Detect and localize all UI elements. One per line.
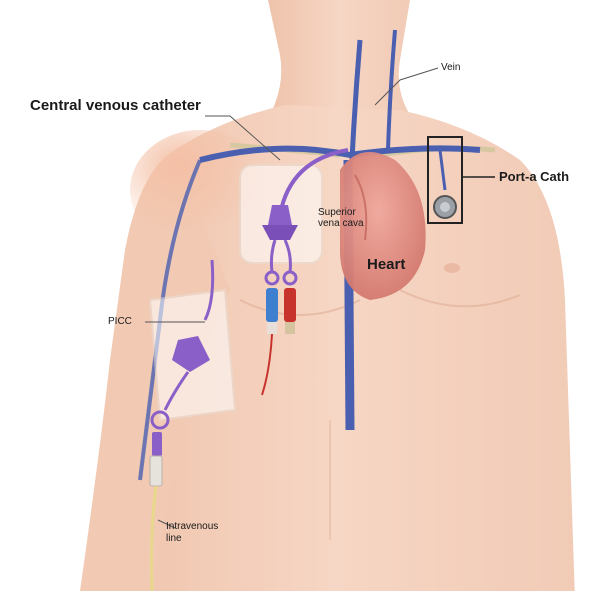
heart-label: Heart	[367, 256, 405, 273]
central-venous-catheter-label: Central venous catheter	[30, 97, 201, 114]
cvc-cap-red	[284, 288, 296, 322]
cvc-cap-blue	[266, 288, 278, 322]
picc-label: PICC	[108, 316, 132, 327]
intravenous-line-label-line1: Intravenous	[166, 521, 218, 532]
superior-vena-cava-label-line1: Superior	[318, 207, 356, 218]
superior-vena-cava-label-line2: vena cava	[318, 218, 364, 229]
vein-label: Vein	[441, 62, 460, 73]
port-a-cath-label: Port-a Cath	[499, 169, 591, 184]
intravenous-line-label-line2: line	[166, 533, 182, 544]
cvc-hub	[268, 205, 292, 225]
